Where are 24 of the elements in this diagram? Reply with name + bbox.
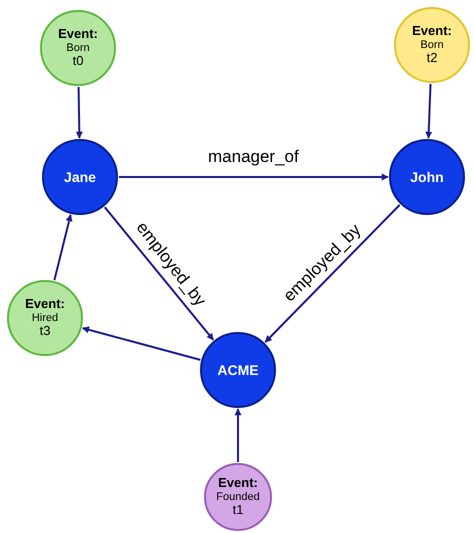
event-type: Founded	[216, 490, 260, 504]
event-heading: Event:	[25, 296, 65, 312]
event-time: t3	[40, 324, 50, 340]
arrow	[234, 408, 242, 462]
arrow	[53, 214, 72, 280]
event-time: t0	[72, 54, 84, 70]
node-label: ACME	[217, 362, 259, 378]
event-type: Hired	[32, 312, 58, 324]
event-type: Born	[66, 42, 90, 54]
arrow	[82, 326, 201, 361]
event-time: t2	[426, 51, 438, 66]
event-heading: Event:	[218, 476, 258, 491]
arrow	[425, 84, 432, 139]
edge-label: manager_of	[207, 148, 300, 166]
node-label: Jane	[64, 168, 96, 186]
event-heading: Event:	[58, 26, 98, 42]
event-type: Born	[420, 38, 444, 52]
event-time: t1	[232, 503, 244, 518]
arrow	[76, 86, 83, 139]
node-label: John	[410, 168, 444, 186]
arrow	[119, 174, 389, 180]
event-heading: Event:	[412, 24, 452, 39]
arrow	[104, 206, 214, 340]
arrow	[264, 204, 400, 343]
